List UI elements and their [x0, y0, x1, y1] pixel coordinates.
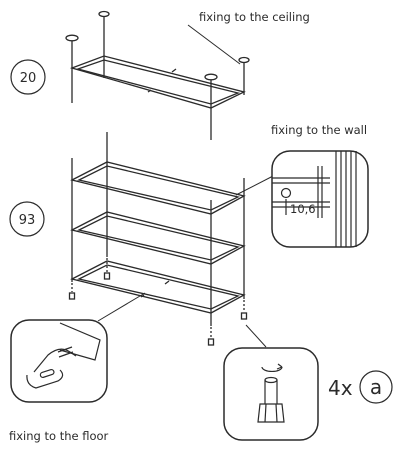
badge-20: 20 — [10, 59, 46, 95]
ceiling-frame — [65, 10, 250, 140]
rotate-arrow-icon — [261, 366, 283, 373]
foot-detail-inset — [223, 347, 319, 441]
wall-pointer — [235, 174, 276, 196]
label-fixing-wall: fixing to the wall — [271, 123, 367, 137]
badge-93-text: 93 — [19, 213, 36, 228]
wall-detail-inset: 10,6 — [271, 150, 369, 248]
ceiling-pointer — [187, 24, 241, 65]
foot-pointer — [245, 324, 267, 348]
part-letter: a — [370, 375, 382, 399]
floor-pointer — [97, 292, 146, 322]
floor-detail-inset — [10, 319, 108, 403]
quantity-prefix: 4x — [328, 376, 353, 400]
hole-size-text: 10,6 — [290, 202, 316, 216]
label-fixing-ceiling: fixing to the ceiling — [199, 10, 310, 24]
label-fixing-floor: fixing to the floor — [9, 429, 109, 443]
shelf-frame — [68, 132, 248, 346]
badge-93: 93 — [9, 201, 45, 237]
quantity-badge: 4x a — [328, 370, 393, 404]
badge-20-text: 20 — [20, 71, 37, 86]
